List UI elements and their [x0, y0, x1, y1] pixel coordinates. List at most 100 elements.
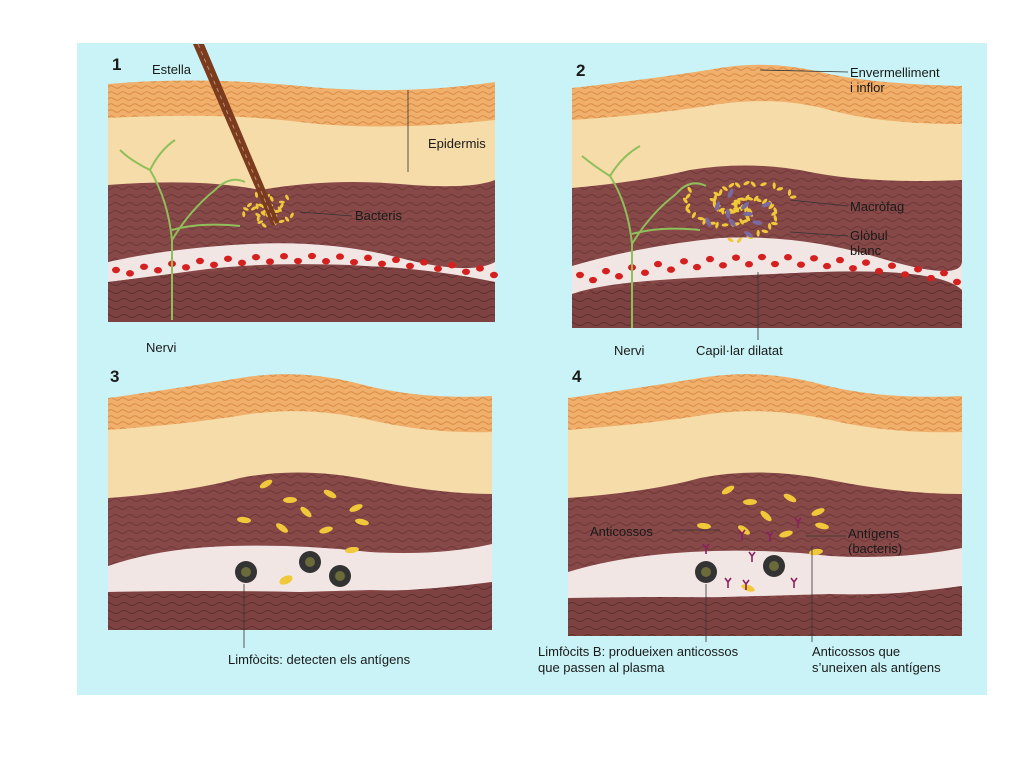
bacterium — [242, 211, 246, 218]
red-blood-cell — [182, 264, 190, 271]
antigen — [697, 522, 711, 530]
red-blood-cell — [693, 263, 701, 271]
bacterium — [279, 203, 284, 209]
red-blood-cell — [406, 262, 414, 270]
red-blood-cell — [210, 261, 218, 269]
bacterium — [744, 194, 750, 201]
antigen — [721, 485, 735, 495]
bacterium — [278, 200, 285, 204]
red-blood-cell — [140, 263, 148, 270]
red-blood-cell — [154, 267, 162, 274]
red-blood-cell — [490, 271, 498, 279]
red-blood-cell — [196, 257, 204, 265]
bacterium — [730, 209, 736, 214]
label-binding-l1: Anticossos que — [812, 644, 900, 659]
panel-2: 2 Envermelliment i inflor Macròfag Glòbu… — [572, 61, 962, 358]
panel-3-skin — [108, 374, 492, 630]
white-blood-cell — [714, 201, 720, 211]
red-blood-cell — [308, 252, 316, 260]
panel-4: 4 Anticossos Antígens (bacteris) Limfòci… — [538, 367, 962, 675]
bacterium — [776, 187, 784, 191]
white-blood-cell — [725, 208, 731, 219]
bacterium — [702, 218, 707, 225]
bacterium — [283, 496, 297, 504]
label-splinter: Estella — [152, 62, 192, 77]
label-antibodies: Anticossos — [590, 524, 653, 539]
bacterium — [682, 197, 688, 204]
bacterium — [237, 516, 251, 524]
red-blood-cell — [252, 253, 260, 261]
red-blood-cell — [641, 269, 649, 276]
bacterium — [709, 197, 716, 202]
red-blood-cell — [888, 262, 896, 269]
bacterium — [712, 200, 716, 207]
panel-2-number: 2 — [576, 61, 585, 80]
bacterium — [687, 186, 692, 193]
red-blood-cell — [849, 265, 857, 272]
bacterium — [355, 518, 369, 526]
label-redness-l1: Envermelliment — [850, 65, 940, 80]
bacterium — [277, 206, 282, 212]
bacterium — [256, 215, 260, 222]
white-blood-cell — [752, 220, 763, 226]
bacterium — [255, 203, 259, 210]
bacterium — [743, 181, 750, 186]
bacterium — [269, 196, 274, 202]
label-white-cell-l2: blanc — [850, 243, 882, 258]
red-blood-cell — [589, 276, 597, 284]
panel-1-splinter — [193, 43, 279, 226]
red-blood-cell — [706, 255, 714, 263]
bacterium — [274, 209, 281, 213]
bacterium — [722, 186, 728, 191]
label-nerve-1: Nervi — [146, 340, 176, 355]
panel-4-lymphocytes — [695, 555, 785, 583]
bacterium — [284, 216, 290, 222]
red-blood-cell — [940, 269, 948, 277]
red-blood-cell — [758, 253, 766, 261]
panel-4-antibodies — [702, 517, 802, 590]
bacterium — [773, 214, 778, 222]
bacterium — [760, 182, 767, 187]
red-blood-cell — [914, 266, 922, 273]
antigen — [809, 548, 823, 556]
bacterium — [691, 212, 697, 219]
bacterium — [787, 189, 792, 197]
panel-3-lymphocytes — [235, 551, 351, 587]
white-blood-cell — [744, 231, 753, 238]
bacterium — [697, 216, 705, 221]
red-blood-cell — [602, 267, 610, 275]
bacterium — [738, 197, 746, 201]
bacterium — [768, 222, 772, 230]
red-blood-cell — [732, 254, 740, 261]
red-blood-cell — [797, 261, 805, 268]
red-blood-cell — [420, 259, 428, 266]
antigen — [783, 493, 797, 503]
bacterium — [728, 182, 735, 188]
panel-3: 3 Limfòcits: detecten els antígens — [108, 367, 492, 667]
bacterium — [290, 212, 294, 219]
bacterium — [349, 504, 363, 512]
white-blood-cell — [761, 201, 772, 208]
red-blood-cell — [784, 254, 792, 261]
bacterium — [251, 206, 257, 211]
red-blood-cell — [448, 262, 456, 269]
red-blood-cell — [224, 255, 232, 262]
label-white-cell-l1: Glòbul — [850, 228, 888, 243]
label-b-lymphocytes-l1: Limfòcits B: produeixen anticossos — [538, 644, 739, 659]
bacterium — [345, 546, 359, 554]
bacterium — [319, 526, 333, 534]
red-blood-cell — [126, 270, 134, 277]
panel-1-blood-cells — [112, 252, 498, 279]
panel-2-skin — [572, 64, 962, 328]
bacterium — [736, 237, 742, 244]
bacterium — [718, 189, 723, 196]
bacterium — [753, 195, 759, 202]
bacterium — [278, 219, 285, 223]
antigen — [811, 508, 825, 516]
panel-1-nerve — [119, 139, 246, 320]
red-blood-cell — [294, 257, 302, 265]
bacterium — [773, 207, 778, 214]
bacterium — [734, 207, 740, 213]
white-blood-cell — [728, 218, 736, 227]
label-lymphocytes: Limfòcits: detecten els antígens — [228, 652, 411, 667]
